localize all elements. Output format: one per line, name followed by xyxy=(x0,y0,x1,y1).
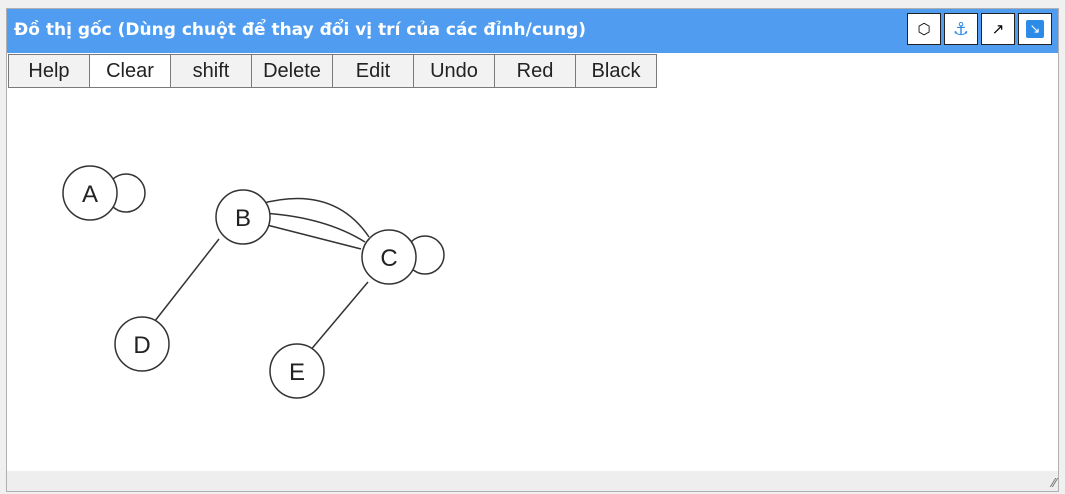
node-a[interactable]: A xyxy=(62,165,118,221)
toolbar: Help Clear shift Delete Edit Undo Red Bl… xyxy=(8,54,657,88)
node-e[interactable]: E xyxy=(269,343,325,399)
node-label-e: E xyxy=(289,359,305,386)
node-label-b: B xyxy=(235,205,251,232)
hexagon-icon: ⬡ xyxy=(917,20,931,38)
undo-button[interactable]: Undo xyxy=(413,54,495,88)
edge-b-d[interactable] xyxy=(150,238,220,327)
edit-button[interactable]: Edit xyxy=(332,54,414,88)
graph-window: Đồ thị gốc (Dùng chuột để thay đổi vị tr… xyxy=(6,8,1059,492)
node-label-a: A xyxy=(82,181,98,208)
node-b[interactable]: B xyxy=(215,189,271,245)
graph-canvas[interactable]: A B C D E xyxy=(7,89,1058,471)
clear-button[interactable]: Clear xyxy=(89,54,171,88)
arrow-diagonal-icon: ↗ xyxy=(991,20,1005,38)
anchor-icon: ⚓ xyxy=(952,18,970,40)
download-icon: ↘ xyxy=(1026,20,1044,38)
edge-b-c-1[interactable] xyxy=(262,223,362,250)
arrow-button[interactable]: ↗ xyxy=(981,13,1015,45)
anchor-button[interactable]: ⚓ xyxy=(944,13,978,45)
delete-button[interactable]: Delete xyxy=(251,54,333,88)
node-label-c: C xyxy=(380,245,397,272)
shift-button[interactable]: shift xyxy=(170,54,252,88)
edge-c-e[interactable] xyxy=(308,281,369,353)
edge-b-c-3[interactable] xyxy=(259,197,370,238)
node-c[interactable]: C xyxy=(361,229,417,285)
hexagon-button[interactable]: ⬡ xyxy=(907,13,941,45)
download-button[interactable]: ↘ xyxy=(1018,13,1052,45)
title-buttons: ⬡ ⚓ ↗ ↘ xyxy=(904,13,1052,45)
edge-b-c-2[interactable] xyxy=(262,212,366,243)
help-button[interactable]: Help xyxy=(8,54,90,88)
window-title: Đồ thị gốc (Dùng chuột để thay đổi vị tr… xyxy=(14,20,587,40)
red-button[interactable]: Red xyxy=(494,54,576,88)
resize-grip-icon[interactable]: ⁄⁄ xyxy=(1051,476,1056,490)
status-bar: ⁄⁄ xyxy=(7,471,1058,491)
node-label-d: D xyxy=(133,332,150,359)
node-d[interactable]: D xyxy=(114,316,170,372)
title-bar: Đồ thị gốc (Dùng chuột để thay đổi vị tr… xyxy=(7,9,1058,53)
black-button[interactable]: Black xyxy=(575,54,657,88)
